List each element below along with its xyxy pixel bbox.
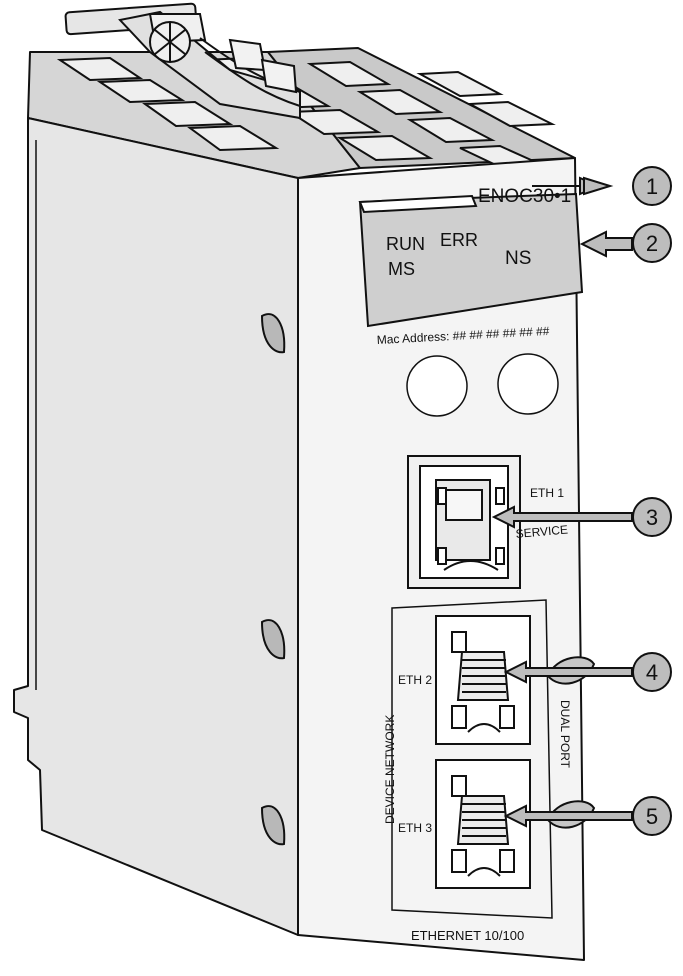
led-windows [406,353,559,417]
top-connector [64,2,301,120]
callout-1 [532,166,672,206]
led-run-label: RUN [386,234,425,254]
callout-1-number: 1 [646,174,658,199]
service-label: SERVICE [515,522,568,541]
eth2-label: ETH 2 [398,673,432,687]
eth1-port [407,455,521,589]
model-label: ENOC30•1 [478,186,571,207]
callout-5 [503,796,672,836]
led-ms-label: MS [388,259,415,279]
led-ns-label: NS [505,248,531,269]
callout-3-number: 3 [646,505,658,530]
status-display [358,192,584,328]
eth1-label: ETH 1 [530,486,564,500]
module-side [13,117,299,936]
dual-port-label: DUAL PORT [558,700,572,769]
ethernet-label: ETHERNET 10/100 [411,928,524,943]
eth2-port [435,615,531,745]
callout-2 [579,223,672,263]
callout-4-number: 4 [646,660,658,685]
eth3-label: ETH 3 [398,821,432,835]
led-err-label: ERR [440,230,478,250]
callout-4 [503,652,672,692]
eth3-port [435,759,531,889]
callout-2-number: 2 [646,231,658,256]
device-network-frame [391,599,553,919]
callout-5-number: 5 [646,804,658,829]
callout-3 [491,497,672,537]
device-network-label: DEVICE NETWORK [383,715,397,824]
